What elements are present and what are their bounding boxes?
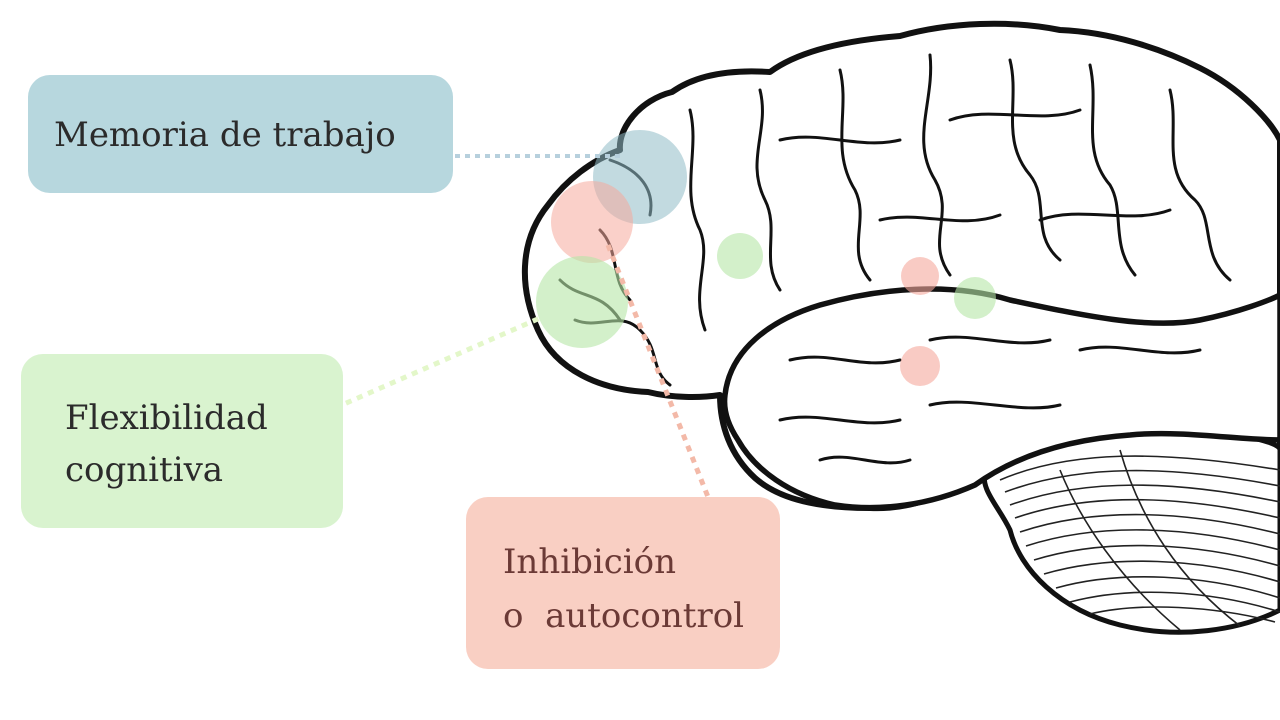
spot-inhibicion-2 [901,257,939,295]
region-spots [536,130,996,386]
label-memoria-text: Memoria de trabajo [54,115,396,155]
label-memoria-de-trabajo: Memoria de trabajo [28,75,453,193]
spot-inhibicion-main [551,181,633,263]
spot-inhibicion-3 [900,346,940,386]
spot-flexibilidad-2 [717,233,763,279]
temporal-lobe [721,286,1280,511]
spot-flexibilidad-main [536,256,628,348]
connector-inhibicion [605,244,711,498]
connectors [333,154,711,498]
connector-flexibilidad [333,315,542,411]
label-inhibicion-autocontrol: Inhibición o autocontrol [466,497,780,669]
label-flexibilidad-line1: Flexibilidad [65,398,268,438]
label-inhibicion-line1: Inhibición [503,542,677,582]
label-inhibicion-line2: o autocontrol [503,596,745,636]
spot-flexibilidad-3 [954,277,996,319]
label-flexibilidad-line2: cognitiva [65,450,224,490]
label-flexibilidad-cognitiva: Flexibilidad cognitiva [21,354,343,528]
